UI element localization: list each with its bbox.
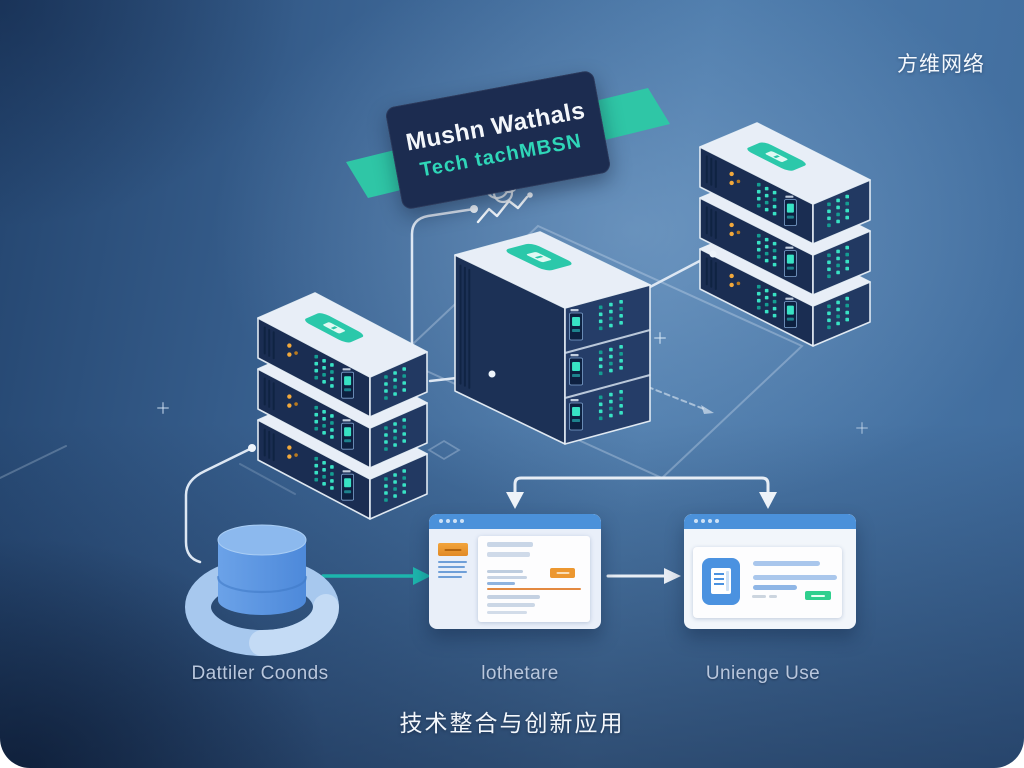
text-line-placeholder [753, 561, 820, 566]
orange-button [550, 568, 575, 578]
down-arrow-icon-2 [759, 492, 777, 509]
document-glyph [711, 568, 731, 594]
server-badge-icon [747, 142, 806, 171]
plus-mark [157, 402, 169, 414]
down-arrow-icon-1 [506, 492, 524, 509]
text-line-placeholder [487, 576, 527, 579]
label-interface: lothetare [481, 663, 559, 684]
plus-mark [856, 422, 868, 434]
text-line-placeholder [438, 571, 467, 573]
browser-window-summary [684, 514, 856, 629]
text-line-placeholder [438, 566, 465, 568]
window-dot [708, 519, 712, 523]
sidebar-badge [438, 543, 468, 556]
server-stack-left [257, 292, 428, 520]
text-line-placeholder [487, 611, 527, 614]
content-card [478, 536, 590, 622]
server-stack-center [454, 231, 651, 445]
text-line-placeholder [769, 595, 777, 598]
footer-title: 技术整合与创新应用 [399, 710, 625, 736]
text-line-placeholder [753, 585, 797, 590]
text-line-placeholder [438, 576, 462, 578]
link-line-placeholder [487, 582, 515, 585]
text-line-placeholder [752, 595, 766, 598]
brand-text: 方维网络 [897, 53, 985, 76]
label-database: Dattiler Coonds [191, 663, 329, 684]
window-dot [453, 519, 457, 523]
teal-right-arrow-icon [321, 567, 431, 585]
window-dot [439, 519, 443, 523]
window-dot [694, 519, 698, 523]
text-line-placeholder [487, 552, 530, 557]
text-line-placeholder [753, 575, 837, 580]
connector-dots [248, 205, 717, 452]
text-line-placeholder [487, 595, 540, 599]
browser-window-detail [429, 514, 601, 629]
server-badge-icon [305, 313, 364, 343]
document-icon [702, 558, 740, 605]
server-stack-right [699, 122, 871, 347]
window-dot [701, 519, 705, 523]
text-line-placeholder [487, 570, 523, 573]
window-dot [460, 519, 464, 523]
window-titlebar [684, 514, 856, 529]
plus-mark [654, 332, 666, 344]
content-card [693, 547, 842, 618]
server-unit [699, 122, 871, 245]
server-unit [257, 292, 428, 418]
white-right-arrow-icon [606, 568, 681, 584]
green-button [805, 591, 831, 600]
label-users: Unienge Use [705, 663, 821, 684]
server-badge-icon [506, 243, 572, 271]
divider [487, 588, 581, 590]
database-cylinder-icon [185, 524, 339, 656]
window-dot [446, 519, 450, 523]
text-line-placeholder [487, 542, 533, 547]
window-dot [715, 519, 719, 523]
text-line-placeholder [487, 603, 535, 607]
window-titlebar [429, 514, 601, 529]
text-line-placeholder [438, 561, 467, 563]
